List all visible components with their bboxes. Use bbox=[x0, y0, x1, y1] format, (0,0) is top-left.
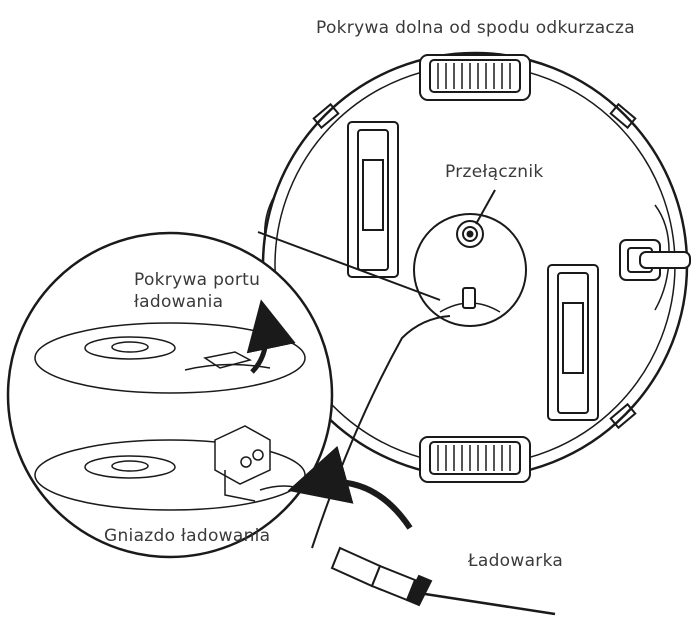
left-drive-wheel bbox=[347, 121, 399, 278]
insert-charger-arrow bbox=[287, 445, 413, 530]
right-drive-wheel bbox=[547, 264, 599, 421]
bottom-cover-label: Pokrywa dolna od spodu odkurzacza bbox=[316, 18, 635, 38]
port-cover-label: Pokrywa portu ładowania bbox=[134, 269, 260, 313]
top-wheel-block bbox=[419, 54, 531, 101]
port-cover-view bbox=[34, 322, 306, 394]
port-cover-label-line1: Pokrywa portu bbox=[134, 270, 261, 290]
charger-label: Ładowarka bbox=[468, 551, 564, 571]
charger-plug bbox=[330, 546, 556, 616]
vacuum-underside bbox=[261, 51, 691, 483]
bottom-wheel-block bbox=[419, 436, 531, 483]
switch-pointer-line bbox=[475, 189, 496, 225]
switch-label: Przełącznik bbox=[445, 162, 544, 182]
open-cover-arrow bbox=[246, 299, 296, 374]
charging-socket-label: Gniazdo ładowania bbox=[104, 526, 271, 546]
port-cover-label-line2: ładowania bbox=[134, 292, 224, 312]
